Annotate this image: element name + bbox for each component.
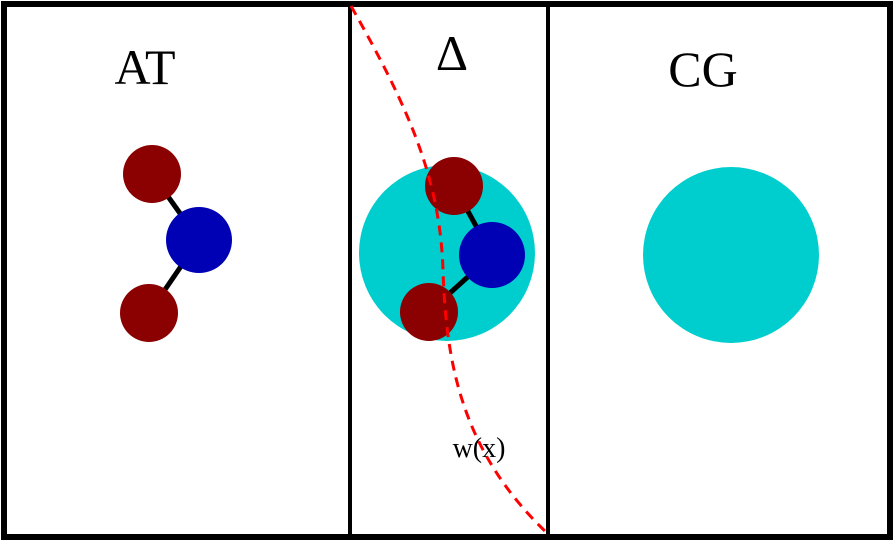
hybrid-molecule xyxy=(359,157,535,341)
region-label-at: AT xyxy=(114,39,175,95)
oxygen-atom xyxy=(425,157,483,215)
oxygen-atom xyxy=(120,284,178,342)
atomistic-molecule xyxy=(120,145,232,342)
central-atom xyxy=(459,222,525,288)
central-atom xyxy=(166,207,232,273)
weighting-function-label: w(x) xyxy=(453,433,506,464)
oxygen-atom xyxy=(400,283,458,341)
coarse-grained-bead xyxy=(359,165,535,341)
coarse-grained-bead xyxy=(643,167,819,343)
weighting-function-curve xyxy=(349,5,549,535)
oxygen-atom xyxy=(123,145,181,203)
region-label-hybrid: Δ xyxy=(436,25,468,81)
region-label-cg: CG xyxy=(668,41,737,97)
